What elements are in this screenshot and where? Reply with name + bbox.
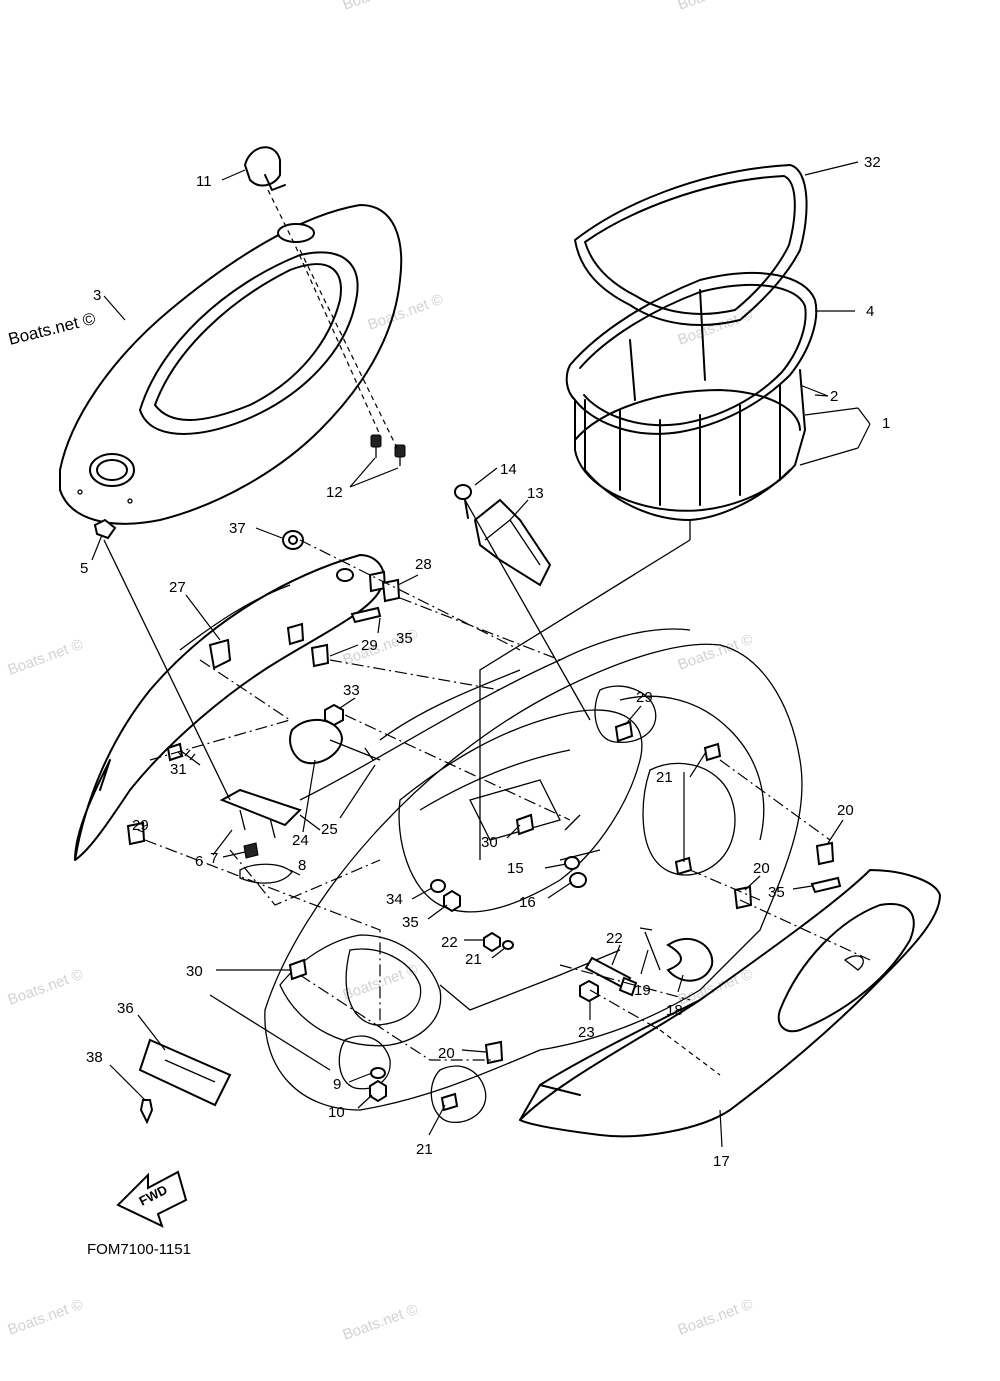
callout-14: 14 [500,461,517,478]
callout-20c: 20 [438,1045,455,1062]
callout-30c: 30 [186,963,203,980]
callout-4: 4 [866,303,874,320]
callout-21b: 21 [416,1141,433,1158]
callout-18: 18 [666,1002,683,1019]
callout-1: 1 [882,415,890,432]
part-5-clip [93,518,117,540]
part-39-seal [574,164,808,326]
callout-25: 22 [441,934,458,951]
callout-26: 27 [169,579,186,596]
fwd-arrow-icon: FWD [116,1170,188,1228]
callout-10: 10 [328,1104,345,1121]
callout-30b: 30 [481,834,498,851]
watermark: Boats.net © [6,1296,86,1339]
watermark: Boats.net © [676,1296,756,1339]
watermark: Boats.net © [6,966,86,1009]
callout-35a: 35 [396,630,413,647]
callout-39: 32 [864,154,881,171]
callout-11: 11 [196,173,212,190]
callout-13: 13 [527,485,544,502]
callout-17: 17 [713,1153,730,1170]
hull-deck [264,628,803,1124]
callout-28: 25 [321,821,338,838]
callout-20b: 20 [753,860,770,877]
watermark: Boats.net © [366,291,446,334]
callout-19: 19 [634,982,651,999]
callouts: 32 4 2 1 3 11 12 5 14 13 37 27 28 35 29 … [80,154,890,1170]
part-3-hatch-cover [59,204,403,525]
callout-20a: 20 [837,802,854,819]
part-12-screws [370,434,406,466]
callout-29a: 28 [415,556,432,573]
callout-38: 37 [229,520,246,537]
callout-37: 38 [86,1049,103,1066]
callout-33: 34 [386,891,403,908]
watermark: Boats.net © [676,0,756,14]
callout-9: 9 [333,1076,341,1093]
part-17-side-rail [519,869,941,1138]
callout-35b: 35 [768,884,785,901]
callout-5: 5 [80,560,88,577]
callout-23: 23 [578,1024,595,1041]
callout-3: 3 [93,287,101,304]
callout-29c: 29 [132,817,149,834]
callout-29b: 29 [361,637,378,654]
watermark: Boats.net © [341,0,421,14]
diagram-code: FOM7100-1151 [87,1241,191,1258]
callout-36: 36 [117,1000,134,1017]
callout-15: 15 [507,860,524,877]
part-11-latch [243,146,286,191]
callout-leaders [91,161,871,1148]
hardware [126,530,842,1125]
callout-32: 33 [343,682,360,699]
callout-30a: 29 [636,689,653,706]
callout-16: 16 [519,894,536,911]
watermark: Boats.net © [341,1301,421,1344]
callout-27: 24 [292,832,309,849]
callout-6: 6 [195,853,203,870]
watermark-main: Boats.net © [6,309,97,349]
assembly-lines [103,189,871,1076]
callout-22: 22 [606,930,623,947]
callout-24: 21 [465,951,482,968]
callout-2: 2 [830,388,838,405]
callout-8: 8 [298,857,306,874]
part-4-storage-bin [565,271,818,540]
callout-7: 7 [210,850,218,867]
watermark: Boats.net © [676,631,756,674]
callout-34: 35 [402,914,419,931]
callout-12: 12 [326,484,343,501]
watermark: Boats.net © [6,636,86,679]
callout-21a: 21 [656,769,673,786]
callout-31: 31 [170,761,187,778]
